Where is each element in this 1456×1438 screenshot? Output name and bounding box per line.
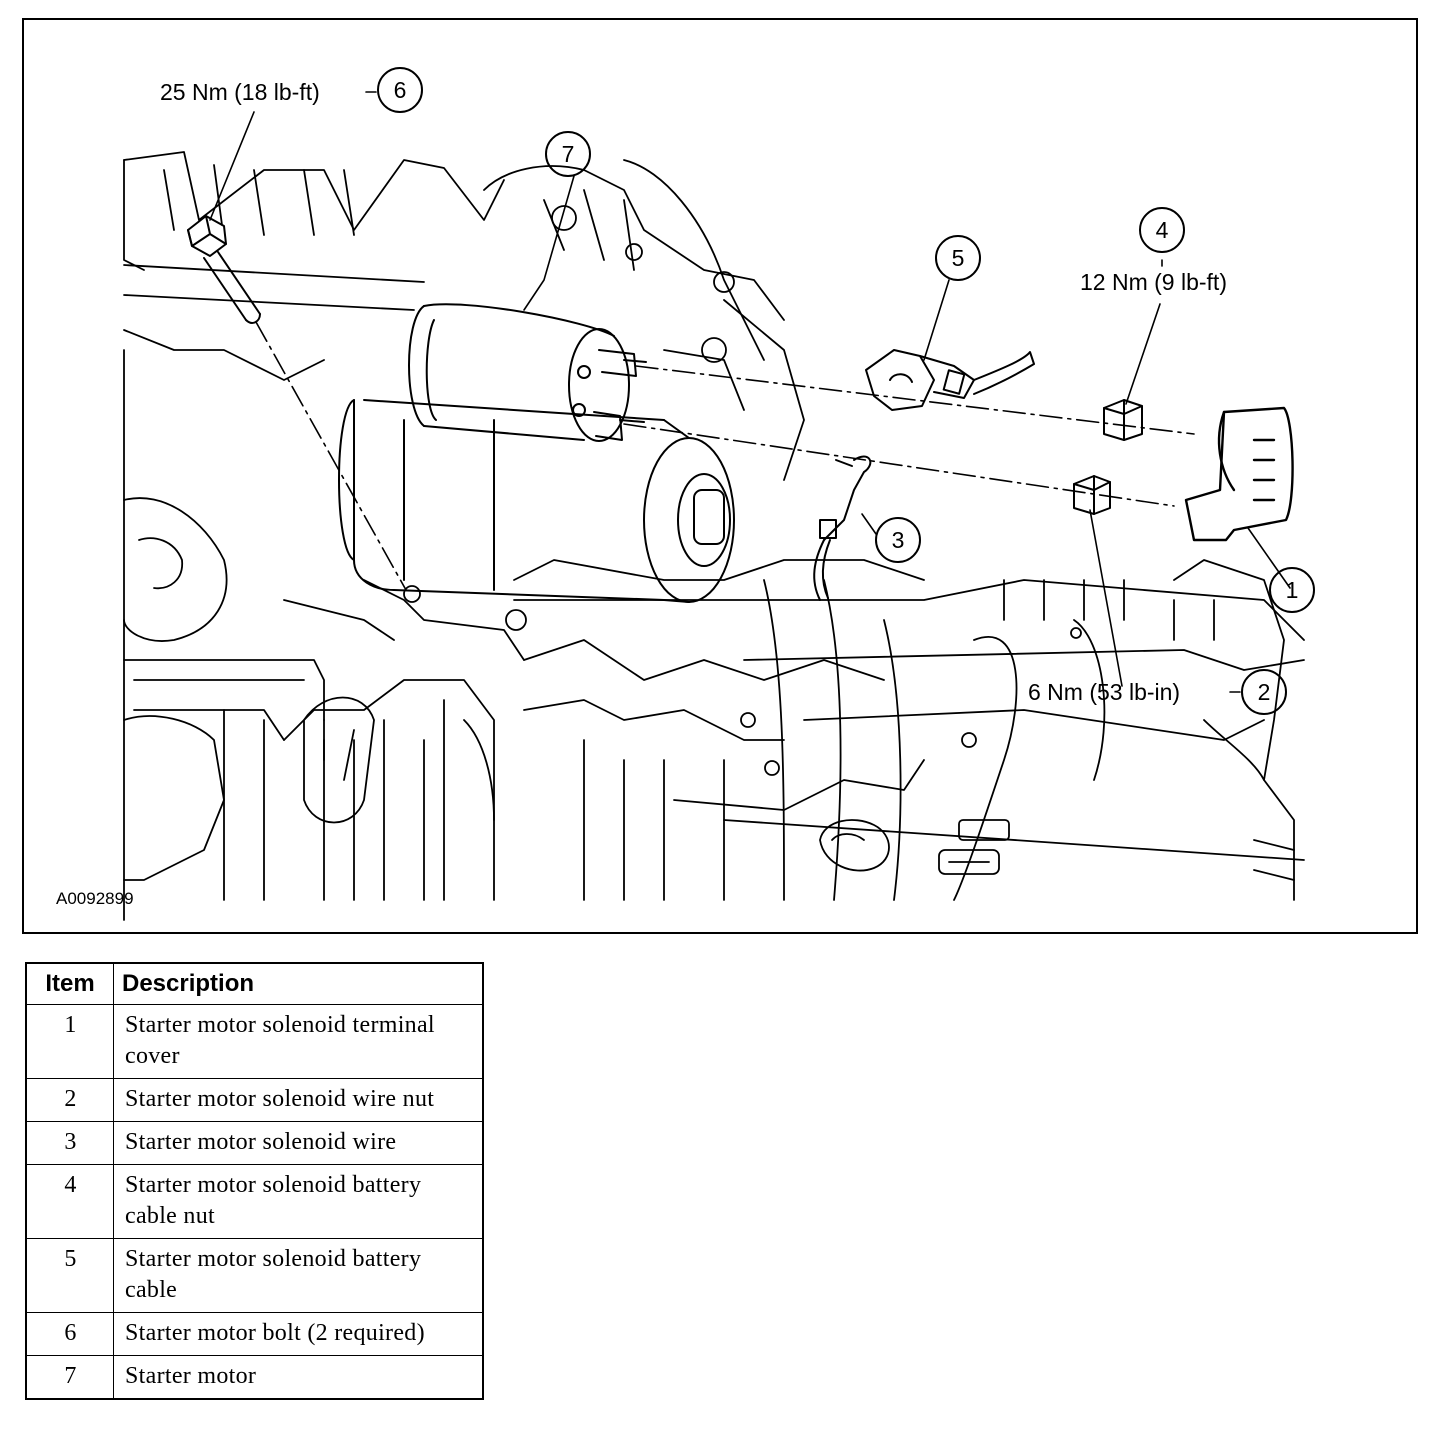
starter-bolt-drawing: [187, 215, 261, 324]
torque-label-6: 25 Nm (18 lb-ft): [160, 79, 320, 105]
callout-number-6: 6: [394, 77, 407, 103]
battery-cable-drawing: [865, 349, 1035, 411]
table-row: 4 Starter motor solenoid battery cable n…: [25, 1164, 484, 1239]
parts-legend-table: Item Description 1 Starter motor solenoi…: [25, 962, 484, 1400]
torque-label-4: 12 Nm (9 lb-ft): [1080, 269, 1227, 295]
engine-block-drawing: [123, 151, 1305, 921]
legend-header-description: Description: [113, 962, 484, 1005]
legend-item-number: 5: [25, 1238, 114, 1313]
table-row: 1 Starter motor solenoid terminal cover: [25, 1004, 484, 1079]
table-row: 3 Starter motor solenoid wire: [25, 1121, 484, 1165]
callout-number-2: 2: [1258, 679, 1271, 705]
legend-header-row: Item Description: [25, 962, 484, 1005]
legend-item-description: Starter motor solenoid wire: [113, 1121, 484, 1165]
legend-item-description: Starter motor solenoid wire nut: [113, 1078, 484, 1122]
callout-number-1: 1: [1286, 577, 1299, 603]
legend-item-description: Starter motor solenoid battery cable nut: [113, 1164, 484, 1239]
table-row: 5 Starter motor solenoid battery cable: [25, 1238, 484, 1313]
legend-item-number: 4: [25, 1164, 114, 1239]
starter-motor-drawing: [338, 303, 735, 603]
legend-item-description: Starter motor: [113, 1355, 484, 1400]
callout-number-3: 3: [892, 527, 905, 553]
legend-item-number: 7: [25, 1355, 114, 1400]
callout-number-7: 7: [562, 141, 575, 167]
callout-number-5: 5: [952, 245, 965, 271]
legend-header-item: Item: [25, 962, 114, 1005]
leader-lines: [209, 91, 1291, 693]
legend-item-number: 3: [25, 1121, 114, 1165]
exploded-view-illustration: 1 2 3 4 5 6 7 25 Nm (18 lb-ft) 12 Nm (9 …: [22, 18, 1418, 934]
table-row: 7 Starter motor: [25, 1355, 484, 1400]
battery-nut-drawing: [1103, 399, 1143, 441]
alignment-lines: [255, 321, 1195, 591]
legend-item-description: Starter motor solenoid terminal cover: [113, 1004, 484, 1079]
wire-nut-drawing: [1073, 475, 1111, 515]
legend-item-number: 2: [25, 1078, 114, 1122]
legend-item-number: 1: [25, 1004, 114, 1079]
figure-code: A0092899: [56, 889, 134, 908]
legend-item-description: Starter motor solenoid battery cable: [113, 1238, 484, 1313]
legend-item-number: 6: [25, 1312, 114, 1356]
solenoid-wire-drawing: [813, 455, 872, 601]
torque-label-2: 6 Nm (53 lb-in): [1028, 679, 1180, 705]
callout-circles: [377, 67, 1315, 715]
table-row: 6 Starter motor bolt (2 required): [25, 1312, 484, 1356]
table-row: 2 Starter motor solenoid wire nut: [25, 1078, 484, 1122]
legend-item-description: Starter motor bolt (2 required): [113, 1312, 484, 1356]
callout-number-4: 4: [1156, 217, 1169, 243]
terminal-cover-drawing: [1184, 406, 1294, 542]
